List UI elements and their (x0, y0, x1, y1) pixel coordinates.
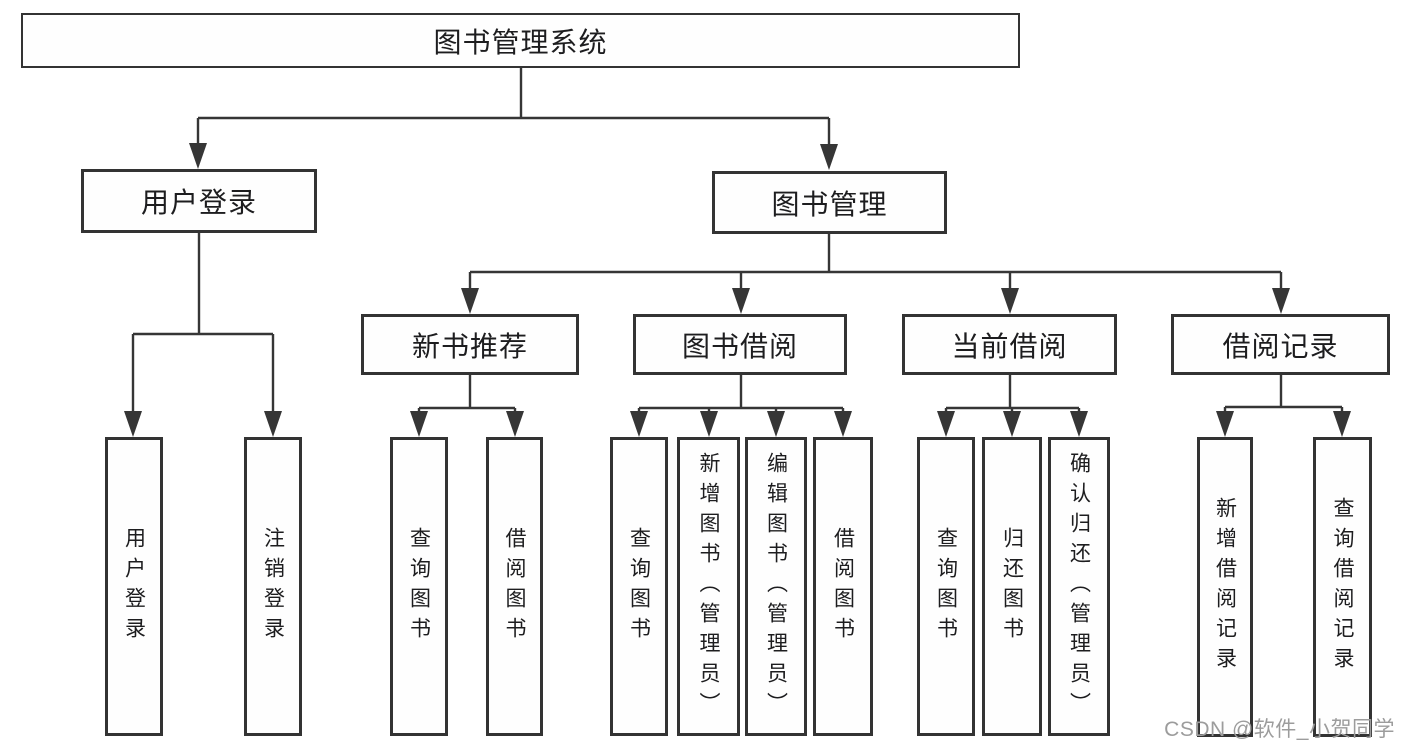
node-user-login: 用户登录 (81, 169, 317, 233)
leaf-query-borrow-record: 查询借阅记录 (1313, 437, 1372, 737)
leaf-confirm-return-admin: 确认归还（管理员） (1048, 437, 1110, 736)
edge-book-management-to-level3 (461, 234, 1290, 314)
node-label: 借阅记录 (1222, 330, 1339, 362)
node-label: 新增借阅记录 (1213, 497, 1237, 677)
leaf-borrow-books-recommend: 借阅图书 (486, 437, 543, 736)
node-label: 新书推荐 (411, 330, 528, 362)
node-label: 借阅图书 (831, 526, 855, 647)
node-borrowing-records: 借阅记录 (1171, 314, 1390, 375)
node-label: 借阅图书 (503, 526, 526, 647)
edge-current-borrowing-to-leaves (937, 375, 1088, 437)
leaf-return-books: 归还图书 (982, 437, 1042, 736)
edge-user-login-to-leaves (124, 233, 282, 437)
edge-root-to-level2 (189, 68, 838, 170)
edge-new-book-recommendation-to-leaves (410, 375, 524, 437)
node-label: 查询图书 (407, 526, 431, 647)
node-book-management: 图书管理 (712, 171, 947, 234)
leaf-query-books-borrowing: 查询图书 (610, 437, 668, 736)
leaf-add-book-admin: 新增图书（管理员） (677, 437, 740, 736)
leaf-user-login: 用户登录 (105, 437, 163, 736)
leaf-query-books-current: 查询图书 (917, 437, 975, 736)
node-label: 查询图书 (934, 526, 958, 647)
node-current-borrowing: 当前借阅 (902, 314, 1117, 375)
node-label: 归还图书 (1000, 526, 1024, 647)
edge-borrowing-records-to-leaves (1216, 375, 1351, 437)
node-label: 查询借阅记录 (1331, 497, 1354, 677)
node-label: 确认归还（管理员） (1067, 451, 1091, 722)
node-label: 查询图书 (627, 526, 651, 647)
leaf-add-borrow-record: 新增借阅记录 (1197, 437, 1253, 737)
node-label: 当前借阅 (951, 330, 1068, 362)
leaf-query-books-recommend: 查询图书 (390, 437, 448, 736)
node-label: 图书管理 (771, 188, 888, 220)
node-label: 图书管理系统 (433, 26, 608, 58)
node-label: 用户登录 (122, 526, 146, 647)
edge-book-borrowing-to-leaves (630, 375, 852, 437)
leaf-edit-book-admin: 编辑图书（管理员） (745, 437, 807, 736)
node-library-management-system: 图书管理系统 (21, 13, 1020, 68)
leaf-logout-login: 注销登录 (244, 437, 302, 736)
node-book-borrowing: 图书借阅 (633, 314, 847, 375)
node-label: 新增图书（管理员） (697, 451, 720, 722)
node-label: 图书借阅 (681, 330, 798, 362)
node-new-book-recommendation: 新书推荐 (361, 314, 579, 375)
node-label: 用户登录 (140, 187, 257, 218)
node-label: 注销登录 (261, 526, 285, 647)
leaf-borrow-books-borrowing: 借阅图书 (813, 437, 873, 736)
node-label: 编辑图书（管理员） (764, 451, 788, 722)
csdn-watermark: CSDN @软件_小贺同学 (1164, 718, 1395, 741)
